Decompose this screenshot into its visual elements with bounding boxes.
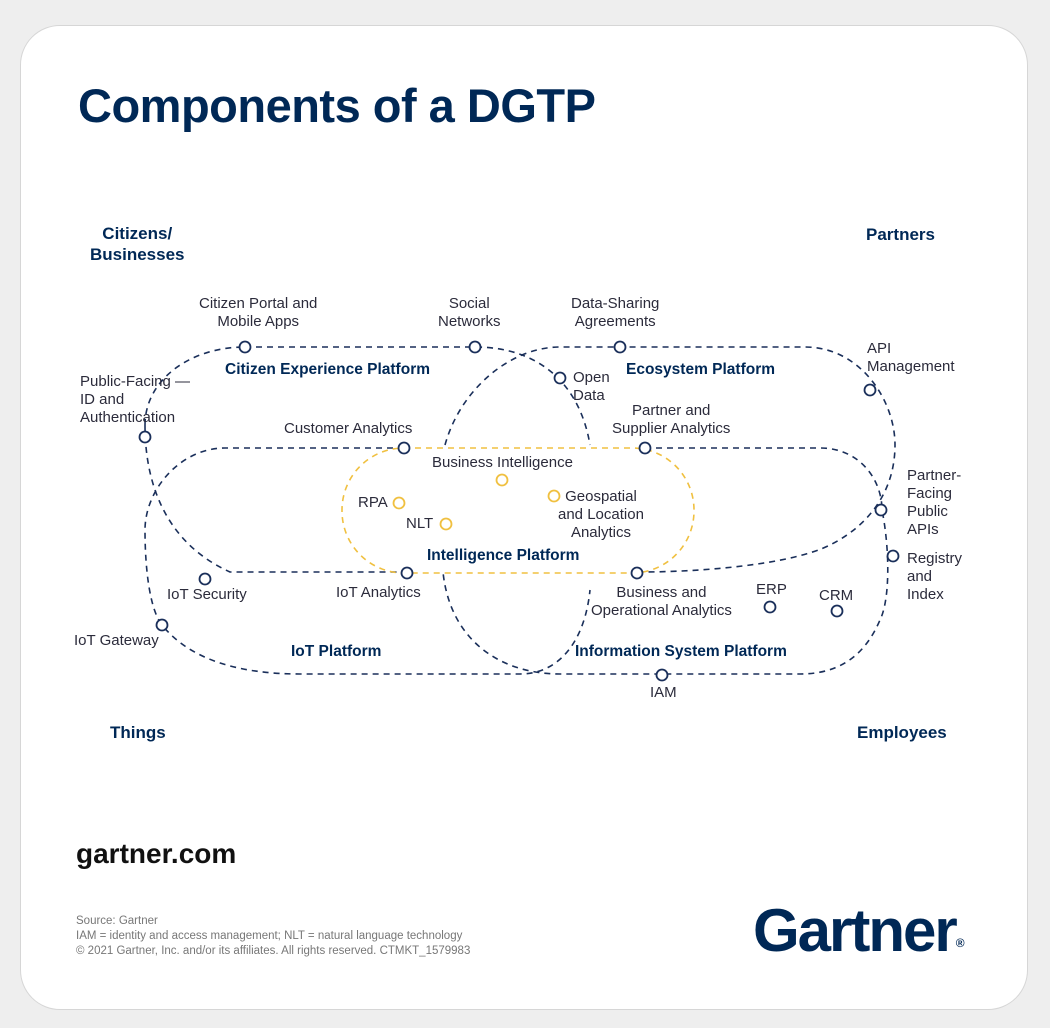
page-title: Components of a DGTP — [78, 79, 596, 132]
corner-employees: Employees — [857, 723, 947, 742]
label-open-data: Open Data — [573, 369, 610, 404]
label-rpa: RPA — [358, 494, 388, 511]
node-open-data — [553, 371, 567, 385]
gartner-logo: Gartner® — [753, 896, 965, 965]
label-registry-index: Registry and Index — [907, 550, 963, 603]
website-link[interactable]: gartner.com — [76, 838, 237, 869]
label-business-operational: Business and Operational Analytics — [591, 584, 732, 619]
node-erp — [763, 600, 777, 614]
label-public-facing-id: Public-Facing — ID and Authentication — [80, 373, 191, 426]
node-iot-gateway — [155, 618, 169, 632]
node-business-operational — [630, 566, 644, 580]
label-information-system-platform: Information System Platform — [575, 643, 787, 660]
node-iot-security — [198, 572, 212, 586]
information-system-platform-shape — [442, 447, 889, 675]
node-api-management — [863, 383, 877, 397]
citizen-experience-platform-shape — [144, 346, 591, 573]
label-customer-analytics: Customer Analytics — [284, 420, 413, 437]
label-nlt: NLT — [406, 515, 434, 532]
footnotes: Source: Gartner IAM = identity and acces… — [76, 914, 470, 959]
label-erp: ERP — [756, 581, 787, 598]
node-crm — [830, 604, 844, 618]
label-citizen-experience-platform: Citizen Experience Platform — [225, 361, 431, 378]
label-iot-platform: IoT Platform — [291, 643, 382, 660]
label-citizen-portal: Citizen Portal and Mobile Apps — [199, 295, 318, 330]
label-partner-public-apis: Partner- Facing Public APIs — [907, 467, 962, 538]
node-data-sharing — [613, 340, 627, 354]
node-partner-public-apis — [874, 503, 888, 517]
node-registry-index — [886, 549, 900, 563]
label-social-networks: Social Networks — [438, 295, 501, 330]
corner-things: Things — [110, 723, 166, 742]
node-social-networks — [468, 340, 482, 354]
intelligence-platform-shape — [341, 447, 695, 574]
copyright-note: © 2021 Gartner, Inc. and/or its affiliat… — [76, 945, 471, 957]
node-rpa — [392, 496, 406, 510]
ecosystem-platform-shape — [444, 346, 896, 573]
node-public-facing-id — [138, 430, 152, 444]
label-iot-analytics: IoT Analytics — [336, 584, 421, 601]
node-customer-analytics — [397, 441, 411, 455]
label-ecosystem-platform: Ecosystem Platform — [626, 361, 776, 378]
label-business-intelligence: Business Intelligence — [432, 454, 573, 471]
label-iot-gateway: IoT Gateway — [74, 632, 159, 649]
node-citizen-portal — [238, 340, 252, 354]
label-iam: IAM — [650, 684, 677, 701]
node-business-intelligence — [495, 473, 509, 487]
label-iot-security: IoT Security — [167, 586, 247, 603]
corner-citizens-businesses: Citizens/ Businesses — [90, 224, 185, 264]
corner-partners: Partners — [866, 225, 935, 244]
node-iam — [655, 668, 669, 682]
label-crm: CRM — [819, 587, 854, 604]
logo-wordmark: Gartner — [753, 897, 958, 964]
label-intelligence-platform: Intelligence Platform — [427, 547, 580, 564]
label-api-management: API Management — [867, 340, 955, 375]
registered-mark: ® — [955, 936, 965, 950]
node-iot-analytics — [400, 566, 414, 580]
abbreviations-note: IAM = identity and access management; NL… — [76, 930, 463, 942]
label-data-sharing: Data-Sharing Agreements — [571, 295, 660, 330]
label-partner-supplier: Partner and Supplier Analytics — [612, 402, 731, 437]
node-geospatial — [547, 489, 561, 503]
label-geospatial: Geospatial and Location Analytics — [558, 488, 644, 541]
node-nlt — [439, 517, 453, 531]
infographic-card — [20, 25, 1028, 1010]
node-partner-supplier — [638, 441, 652, 455]
source-note: Source: Gartner — [76, 915, 158, 927]
